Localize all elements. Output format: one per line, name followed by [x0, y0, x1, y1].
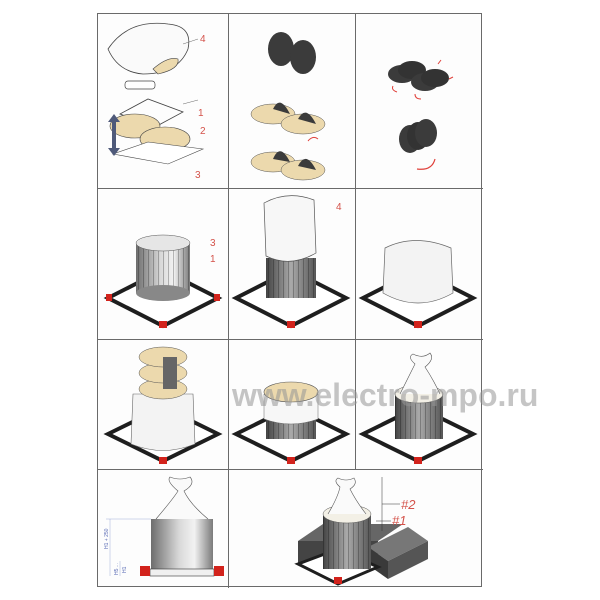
part-label: 4: [336, 202, 342, 213]
step-8-illustration: [231, 381, 351, 464]
part-label: 2: [200, 126, 206, 137]
part-label: 3: [210, 238, 216, 249]
step-11-illustration: #2 #1: [294, 477, 428, 586]
part-label: 3: [195, 170, 201, 181]
step-9-illustration: [358, 352, 478, 464]
part-label: 1: [198, 108, 204, 119]
step-7-panel: [98, 339, 229, 470]
dimension-label: H1: [122, 566, 128, 573]
bag-covered-cylinder-icon: [382, 240, 454, 304]
part-label: 1: [210, 254, 216, 265]
dark-disc-icon: [268, 32, 294, 66]
step-1-panel: 4 1 2 3: [98, 14, 229, 189]
plate-icon: [124, 80, 156, 90]
bag-icon: [107, 22, 190, 75]
dimension-label: H5 ...: [114, 563, 120, 575]
sheet-icon: [111, 141, 205, 165]
step-4-illustration: 3 1: [103, 234, 223, 329]
step-2-panel: [228, 14, 356, 189]
part-label: 4: [200, 34, 206, 45]
tied-bag-icon: [399, 352, 441, 395]
step-6-illustration: [358, 240, 478, 329]
step-5-panel: 4: [228, 188, 356, 340]
step-9-panel: [355, 339, 483, 470]
step-8-panel: [228, 339, 356, 470]
level-label: #1: [392, 513, 406, 528]
step-11-panel: #2 #1: [228, 469, 483, 588]
red-arrow-icon: [307, 136, 319, 142]
dark-disc-icon: [290, 40, 316, 74]
red-rotate-arrow-icon: [416, 158, 436, 170]
dimension-label: H1 + 250: [104, 528, 110, 549]
step-7-illustration: [103, 346, 223, 464]
bag-icon: [263, 195, 317, 262]
step-10-illustration: H1 + 250 H5 ... H1: [104, 476, 224, 577]
step-3-panel: [355, 14, 483, 189]
step-3-illustration: [388, 59, 454, 170]
step-2-illustration: [250, 32, 326, 181]
up-down-arrow-icon: [108, 114, 120, 156]
step-1-illustration: 4 1 2 3: [107, 22, 206, 181]
step-5-illustration: 4: [231, 195, 351, 329]
instruction-sheet: 4 1 2 3: [97, 13, 483, 588]
step-4-panel: 3 1: [98, 188, 229, 340]
step-6-panel: [355, 188, 483, 340]
level-label: #2: [401, 497, 416, 512]
red-rotate-arrow-icon: [392, 59, 454, 100]
step-10-panel: H1 + 250 H5 ... H1: [98, 469, 229, 588]
